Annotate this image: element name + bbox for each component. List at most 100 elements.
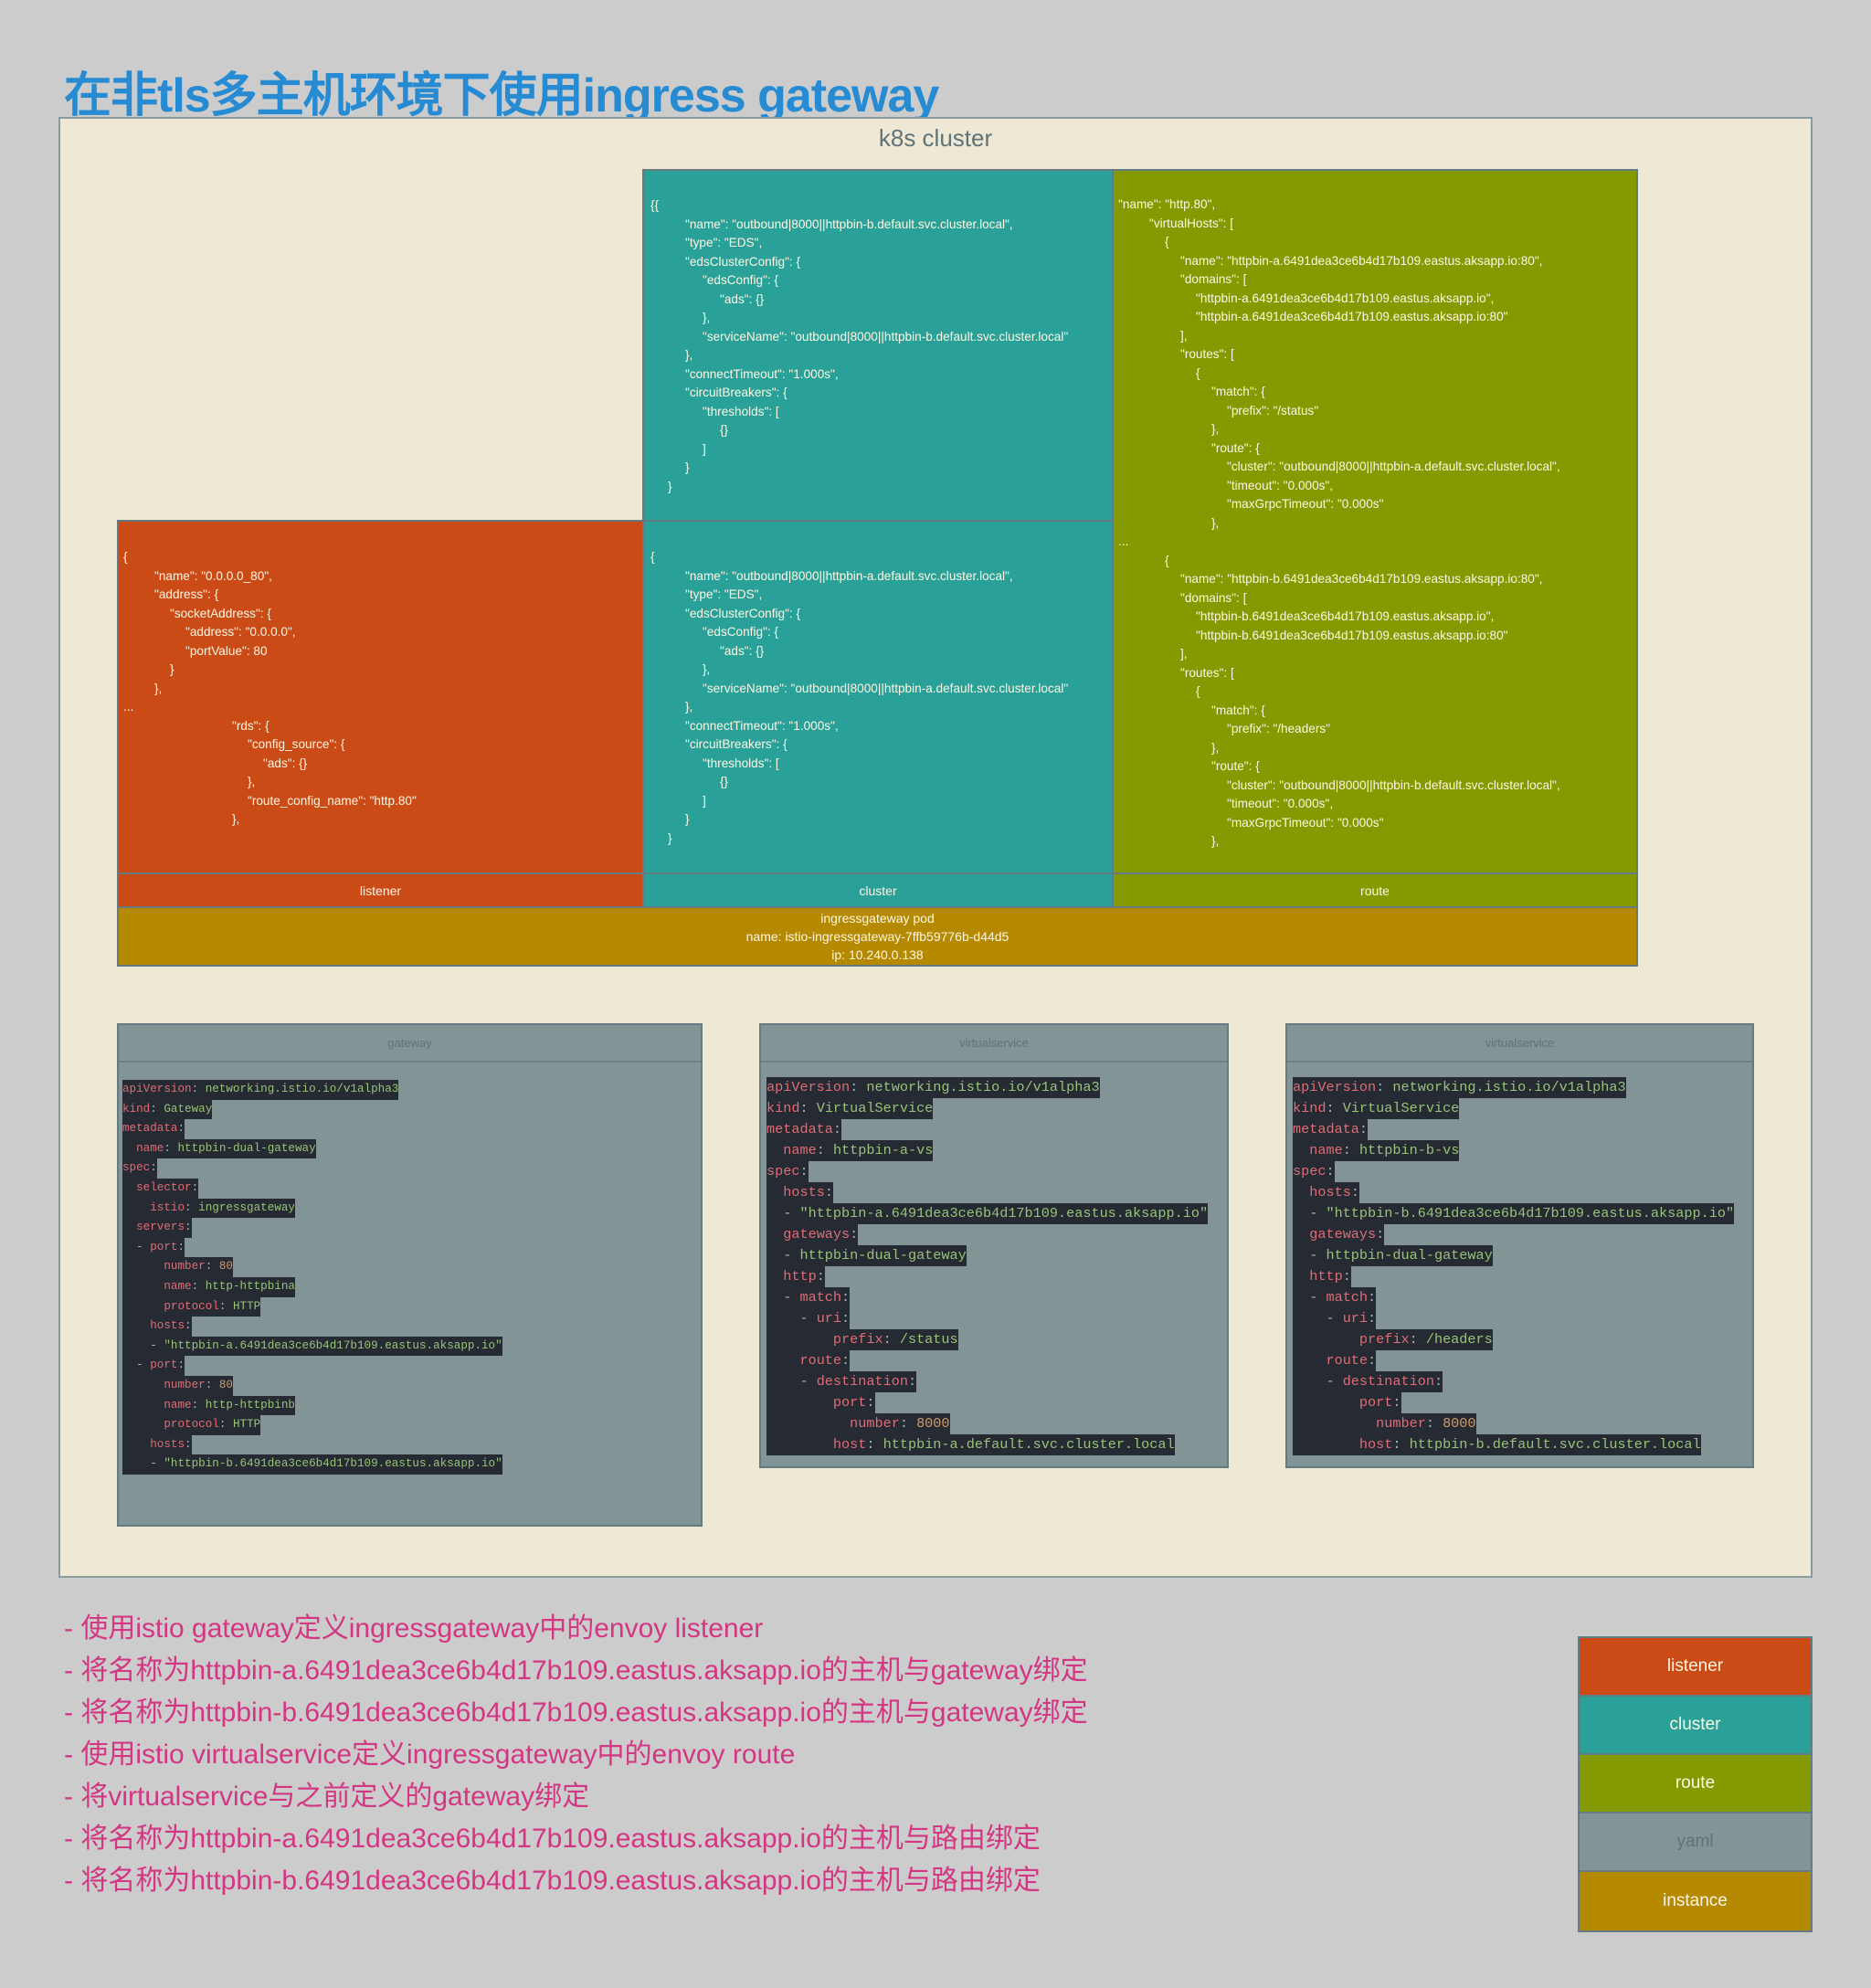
yaml-separator: : (1392, 1436, 1410, 1453)
yaml-key: destination (1342, 1373, 1434, 1390)
yaml-separator: : (850, 1226, 859, 1242)
yaml-separator: : (177, 1122, 185, 1136)
code-line: }, (685, 348, 693, 362)
yaml-value: 8000 (1443, 1415, 1476, 1432)
yaml-prefix: - (766, 1289, 800, 1306)
yaml-prefix (1293, 1184, 1309, 1200)
yaml-prefix (766, 1184, 783, 1200)
yaml-value: /headers (1425, 1331, 1493, 1348)
code-line: "timeout": "0.000s", (1227, 797, 1334, 810)
yaml-line: - match: (766, 1287, 851, 1308)
yaml-key: apiVersion (122, 1083, 192, 1095)
yaml-line: hosts: (122, 1434, 192, 1455)
yaml-key: name (783, 1142, 817, 1158)
yaml-key: hosts (1309, 1184, 1351, 1200)
yaml-line: - httpbin-dual-gateway (766, 1245, 967, 1266)
yaml-line: metadata: (122, 1119, 185, 1139)
virtualservice-b-yaml: virtualservice apiVersion: networking.is… (1285, 1023, 1754, 1468)
yaml-key: gateways (783, 1226, 851, 1242)
yaml-key: route (799, 1352, 842, 1369)
yaml-separator: : (164, 1141, 178, 1155)
code-line: "maxGrpcTimeout": "0.000s" (1227, 815, 1384, 830)
yaml-line: route: (766, 1350, 851, 1371)
yaml-key: port (832, 1394, 867, 1411)
code-line: "address": { (154, 587, 219, 601)
yaml-line: selector: (122, 1178, 199, 1199)
yaml-separator: : (816, 1268, 825, 1285)
code-line: "virtualHosts": [ (1149, 216, 1233, 230)
yaml-prefix (122, 1201, 150, 1214)
code-line: "ads": {} (720, 291, 765, 306)
yaml-key: prefix (1358, 1331, 1410, 1348)
yaml-separator: : (185, 1319, 192, 1333)
yaml-line: spec: (122, 1158, 157, 1179)
code-line: "ads": {} (263, 756, 308, 770)
yaml-prefix (1293, 1436, 1359, 1453)
yaml-key: number (164, 1260, 206, 1274)
code-line: }, (1211, 834, 1220, 848)
yaml-prefix: - (122, 1457, 164, 1471)
yaml-code: apiVersion: networking.istio.io/v1alpha3… (122, 1080, 502, 1475)
yaml-value: httpbin-b-vs (1358, 1142, 1460, 1158)
yaml-value: Gateway (164, 1102, 213, 1116)
code-line: "match": { (1211, 703, 1265, 717)
yaml-key: istio (150, 1200, 185, 1214)
yaml-key: servers (136, 1221, 185, 1234)
yaml-prefix: - (766, 1373, 817, 1390)
yaml-line: - port: (122, 1237, 185, 1258)
yaml-prefix (122, 1379, 164, 1391)
yaml-line: metadata: (1293, 1119, 1369, 1140)
yaml-key: spec (766, 1163, 800, 1179)
code-line: }, (232, 812, 240, 826)
yaml-key: port (1358, 1394, 1393, 1411)
code-line: }, (1211, 515, 1220, 530)
yaml-key: metadata (122, 1122, 178, 1136)
yaml-separator: : (841, 1289, 851, 1306)
yaml-key: port (150, 1359, 178, 1372)
yaml-line: kind: VirtualService (1293, 1098, 1460, 1119)
yaml-line: number: 80 (122, 1375, 233, 1396)
yaml-prefix (766, 1394, 833, 1411)
note-item: - 将名称为httpbin-a.6491dea3ce6b4d17b109.eas… (64, 1655, 1088, 1686)
yaml-key: hosts (150, 1319, 185, 1333)
yaml-separator: : (185, 1200, 199, 1214)
code-line: "name": "0.0.0.0_80", (154, 568, 272, 583)
yaml-key: metadata (1293, 1121, 1359, 1137)
pod-name: name: istio-ingressgateway-7ffb59776b-d4… (745, 929, 1009, 944)
code-line: "httpbin-a.6491dea3ce6b4d17b109.eastus.a… (1196, 291, 1495, 305)
code-line: } (685, 812, 690, 826)
yaml-separator: : (177, 1240, 185, 1253)
note-item: - 使用istio virtualservice定义ingressgateway… (64, 1740, 796, 1770)
yaml-key: kind (766, 1100, 800, 1116)
yaml-value: ingressgateway (198, 1200, 295, 1214)
yaml-key: name (1309, 1142, 1343, 1158)
code-line: "thresholds": [ (703, 756, 779, 770)
yaml-key: number (1376, 1415, 1426, 1432)
code-line: {{ (650, 198, 660, 212)
code-line: "httpbin-a.6491dea3ce6b4d17b109.eastus.a… (1196, 310, 1508, 323)
yaml-prefix: - (122, 1359, 151, 1372)
yaml-prefix: - (1293, 1247, 1327, 1264)
yaml-prefix (122, 1142, 136, 1155)
yaml-prefix (1293, 1226, 1309, 1242)
legend: listener cluster route yaml instance (1578, 1636, 1813, 1932)
yaml-separator: : (185, 1437, 192, 1451)
yaml-value: httpbin-a-vs (832, 1142, 934, 1158)
note-item: - 将名称为httpbin-a.6491dea3ce6b4d17b109.eas… (64, 1824, 1041, 1854)
yaml-line: name: httpbin-dual-gateway (122, 1138, 316, 1159)
code-line: }, (154, 681, 163, 695)
code-line: "domains": [ (1180, 272, 1247, 286)
notes-list: - 使用istio gateway定义ingressgateway中的envoy… (64, 1608, 1088, 1902)
yaml-separator: : (218, 1418, 233, 1432)
yaml-separator: : (841, 1352, 851, 1369)
yaml-value: networking.istio.io/v1alpha3 (205, 1083, 399, 1095)
yaml-separator: : (1433, 1373, 1443, 1390)
yaml-separator: : (191, 1398, 206, 1412)
yaml-prefix: - (766, 1205, 800, 1221)
virtualservice-a-yaml: virtualservice apiVersion: networking.is… (759, 1023, 1229, 1468)
code-line: "thresholds": [ (703, 404, 779, 418)
code-line: "edsConfig": { (703, 625, 778, 639)
yaml-value: httpbin-dual-gateway (177, 1141, 316, 1155)
code-line: "socketAddress": { (170, 606, 271, 620)
yaml-separator: : (205, 1378, 219, 1391)
